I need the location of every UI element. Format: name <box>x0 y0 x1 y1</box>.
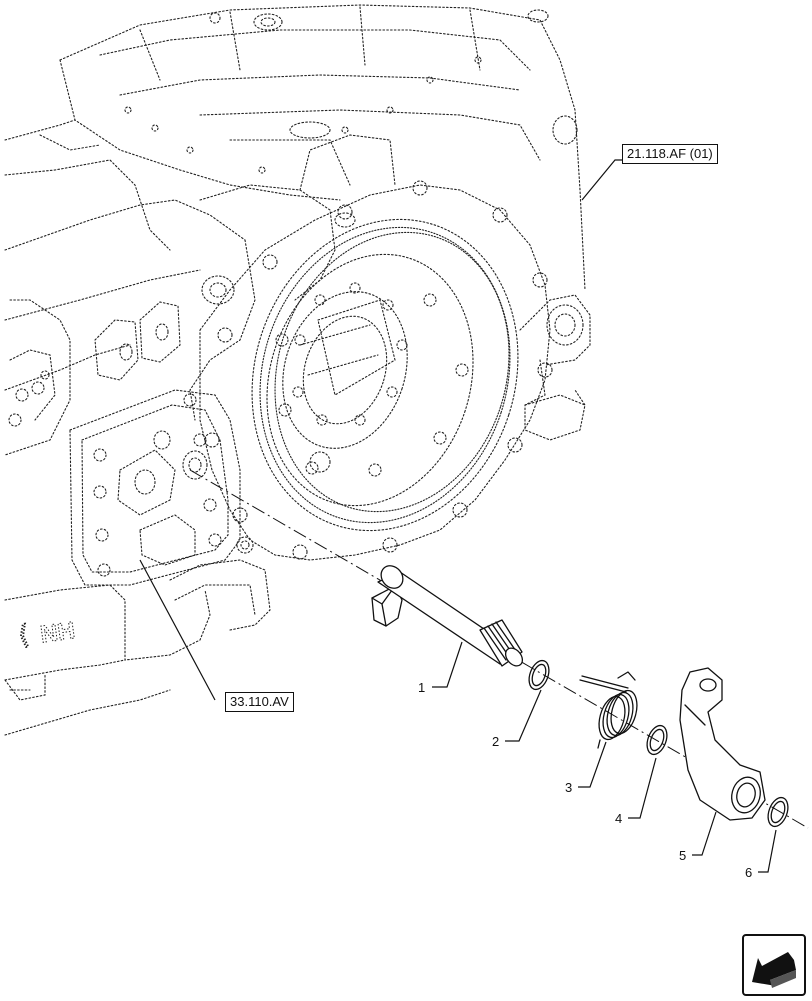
callout-4: 4 <box>615 811 622 826</box>
callout-3: 3 <box>565 780 572 795</box>
lever-arm-part[interactable] <box>679 667 766 821</box>
callout-1: 1 <box>418 680 425 695</box>
callout-6: 6 <box>745 865 752 880</box>
callout-numbers: 1 2 3 4 5 6 <box>418 680 752 880</box>
arrow-icon-graphic <box>742 934 806 996</box>
reference-link-21-118-af[interactable]: 21.118.AF (01) <box>622 144 718 164</box>
callout-2: 2 <box>492 734 499 749</box>
washer-part[interactable] <box>643 723 670 757</box>
transmission-housing: ⟨ NH <box>4 4 591 736</box>
callout-5: 5 <box>679 848 686 863</box>
svg-text:⟨: ⟨ <box>16 619 30 650</box>
o-ring-part[interactable] <box>525 658 552 692</box>
previous-page-arrow-icon[interactable] <box>742 934 806 996</box>
reference-link-33-110-av[interactable]: 33.110.AV <box>225 692 294 712</box>
housing-logo: ⟨ NH <box>16 617 77 651</box>
snap-ring-part[interactable] <box>764 795 791 829</box>
svg-text:NH: NH <box>39 617 77 649</box>
leader-lines <box>139 159 777 873</box>
shaft-part[interactable] <box>371 561 526 669</box>
torsion-spring-part[interactable] <box>579 671 641 749</box>
